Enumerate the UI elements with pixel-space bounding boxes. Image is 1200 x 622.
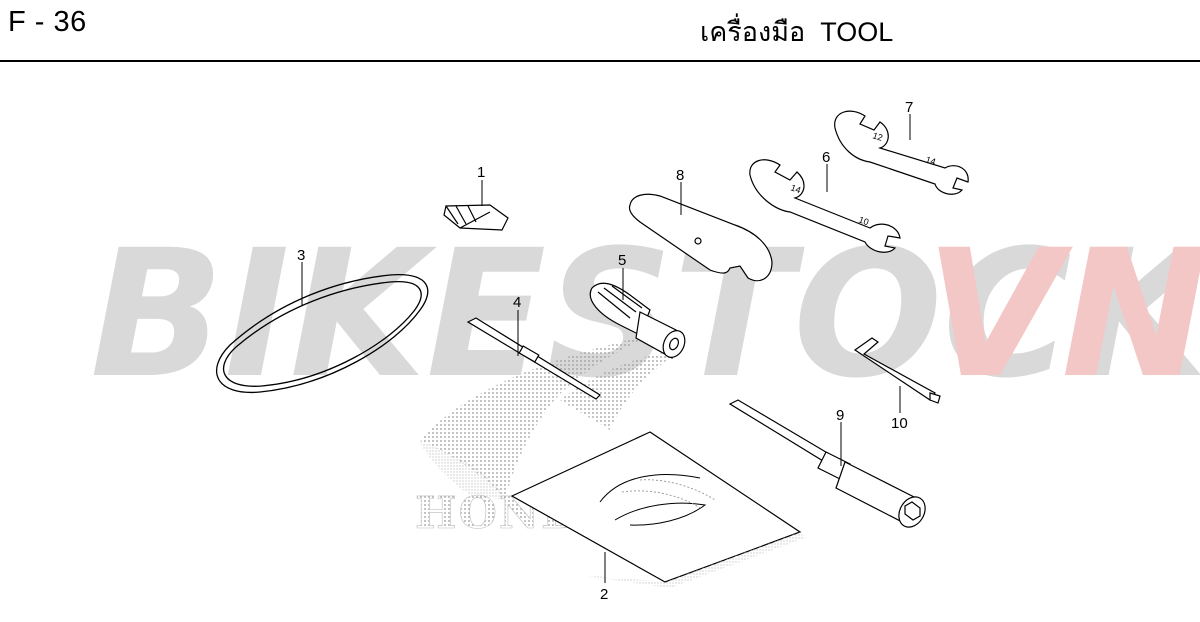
page-title: เครื่องมือ TOOL bbox=[700, 17, 894, 47]
callout-8: 8 bbox=[676, 167, 684, 184]
leader-lines bbox=[301, 114, 911, 583]
part-7-wrench: 12 14 bbox=[834, 110, 969, 195]
part-3-strap bbox=[215, 274, 429, 394]
callout-3: 3 bbox=[297, 247, 305, 264]
callout-labels: 1 2 3 4 5 6 7 8 9 10 bbox=[297, 99, 913, 603]
callout-9: 9 bbox=[836, 407, 844, 424]
part-4-screwdriver bbox=[466, 317, 601, 400]
title-divider bbox=[0, 60, 1200, 62]
callout-4: 4 bbox=[513, 294, 521, 311]
wrench-6-size-a: 14 bbox=[789, 182, 802, 195]
watermark: BIKESTOCK VN bbox=[90, 212, 1200, 417]
callout-6: 6 bbox=[822, 149, 830, 166]
callout-5: 5 bbox=[618, 252, 626, 269]
part-8-pin-spanner bbox=[628, 193, 773, 282]
watermark-accent-text: VN bbox=[925, 212, 1200, 417]
part-5-handle bbox=[589, 282, 686, 359]
callout-10: 10 bbox=[891, 415, 908, 432]
part-6-wrench: 14 10 bbox=[749, 159, 901, 253]
part-1-fuse-puller bbox=[443, 204, 509, 231]
callout-7: 7 bbox=[905, 99, 913, 116]
wrench-7-size-b: 14 bbox=[924, 154, 937, 167]
page-code: F - 36 bbox=[8, 6, 87, 38]
part-10-hex-key bbox=[853, 337, 941, 404]
wrench-6-size-b: 10 bbox=[857, 214, 870, 227]
wrench-7-size-a: 12 bbox=[871, 130, 884, 143]
part-2-manual-bag bbox=[510, 431, 805, 588]
part-9-plug-wrench bbox=[728, 399, 926, 528]
callout-2: 2 bbox=[600, 586, 608, 603]
callout-1: 1 bbox=[477, 164, 485, 181]
